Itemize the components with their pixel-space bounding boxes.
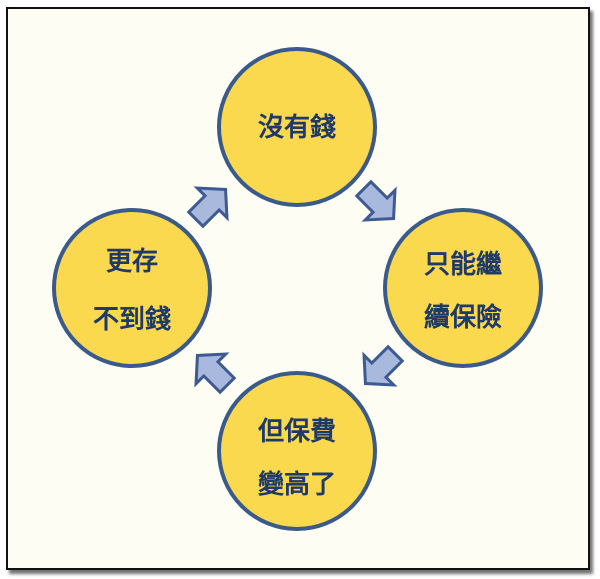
node-top-label: 沒有錢: [258, 112, 336, 143]
node-right-label-line2: 續保險: [424, 302, 502, 333]
node-top: 沒有錢: [217, 47, 377, 207]
arrow-left-to-top: [186, 186, 229, 229]
node-right-label-line1: 只能繼: [424, 249, 502, 280]
arrow-right-to-bottom: [362, 344, 405, 387]
arrow-bottom-to-left: [194, 352, 237, 395]
arrow-top-to-right-shape: [354, 179, 397, 222]
node-left-label-line1: 更存: [106, 247, 158, 277]
node-bottom: 但保費 變高了: [217, 371, 377, 531]
node-left-label-line2: 不到錢: [93, 304, 171, 335]
arrow-bottom-to-left-shape: [194, 352, 237, 395]
node-left: 更存 不到錢: [52, 208, 212, 368]
node-bottom-label-line1: 但保費: [258, 417, 336, 447]
arrow-right-to-bottom-shape: [362, 344, 405, 387]
node-top-circle: [217, 47, 377, 207]
node-bottom-label-line2: 變高了: [258, 469, 336, 500]
node-right: 只能繼 續保險: [383, 208, 543, 368]
node-bottom-circle: [217, 371, 377, 531]
arrow-top-to-right: [354, 179, 397, 222]
arrow-left-to-top-shape: [186, 186, 229, 229]
node-left-circle: [52, 208, 212, 368]
node-right-circle: [383, 208, 543, 368]
